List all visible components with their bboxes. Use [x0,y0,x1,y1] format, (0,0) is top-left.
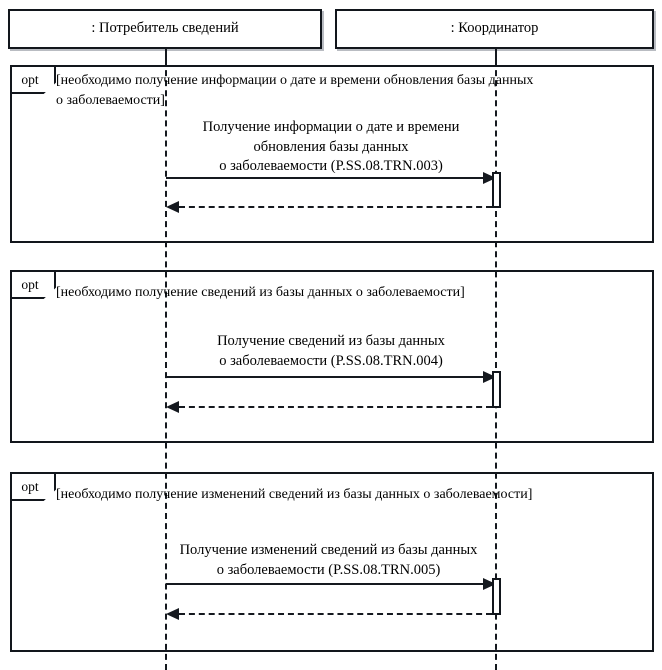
lifeline-consumer-stub [165,49,167,65]
message-2-activation-bar [492,371,501,408]
opt-fragment-3-guard: [необходимо получение изменений сведений… [56,487,533,502]
lifeline-coordinator-stub [495,49,497,65]
message-3-activation-bar [492,578,501,615]
message-3-return-line [179,613,492,615]
participant-consumer[interactable]: : Потребитель сведений [8,9,322,49]
message-3-call-line [166,583,486,585]
message-3-label: Получение изменений сведений из базы дан… [179,542,478,578]
message-1-activation-bar [492,172,501,208]
opt-fragment-1-operator: opt [12,67,56,94]
opt-fragment-3[interactable]: opt [10,472,654,652]
lifeline-coordinator [495,60,497,670]
message-3-return-arrowhead [166,608,179,620]
opt-fragment-1-guard: [необходимо получение информации о дате … [56,73,534,108]
opt-fragment-1-operator-label: opt [21,71,39,87]
participant-coordinator[interactable]: : Координатор [335,9,654,49]
message-1-label: Получение информации о дате и времени об… [202,119,460,175]
opt-fragment-3-operator-label: opt [21,478,39,494]
message-1-return-arrowhead [166,201,179,213]
participant-consumer-label: : Потребитель сведений [91,20,239,37]
message-1-return-line [179,206,492,208]
message-1-call-line [166,177,486,179]
opt-fragment-2-operator: opt [12,272,56,299]
message-2-return-arrowhead [166,401,179,413]
opt-fragment-2-guard: [необходимо получение сведений из базы д… [56,285,465,300]
opt-fragment-2[interactable]: opt [10,270,654,443]
message-2-return-line [179,406,492,408]
message-2-label: Получение сведений из базы данных о забо… [217,333,445,369]
participant-coordinator-label: : Координатор [450,20,539,37]
opt-fragment-3-operator: opt [12,474,56,501]
opt-fragment-2-operator-label: opt [21,276,39,292]
opt-fragment-1[interactable]: opt [10,65,654,243]
lifeline-consumer [165,60,167,670]
message-2-call-line [166,376,486,378]
